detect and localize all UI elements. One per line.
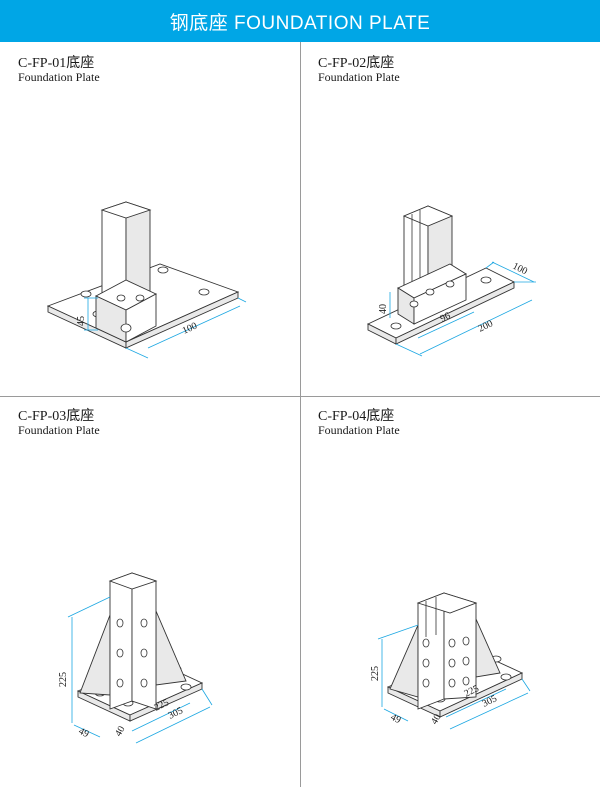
- product-code: C-FP-04底座: [318, 409, 395, 424]
- dim-label: 225: [58, 672, 69, 687]
- product-name: Foundation Plate: [18, 423, 100, 437]
- product-grid: C-FP-01底座 Foundation Plate: [0, 42, 600, 787]
- product-name: Foundation Plate: [318, 423, 400, 437]
- page-title: 钢底座 FOUNDATION PLATE: [169, 12, 431, 34]
- horizontal-divider: [0, 396, 600, 397]
- panel-c-fp-02: C-FP-02底座 Foundation Plate: [300, 42, 599, 396]
- dim-label: 40: [429, 712, 444, 726]
- vertical-divider: [299, 42, 301, 787]
- panel-c-fp-04: C-FP-04底座 Foundation Plate: [300, 397, 599, 787]
- dim-label: 225: [370, 666, 381, 681]
- dim-label: 45: [76, 316, 87, 326]
- product-code: C-FP-02底座: [318, 56, 395, 71]
- product-code: C-FP-01底座: [18, 56, 95, 71]
- header-banner: 钢底座 FOUNDATION PLATE: [0, 0, 600, 42]
- drawing-c-fp-02: 100 40 96 200: [366, 205, 536, 357]
- panel-c-fp-01: C-FP-01底座 Foundation Plate: [0, 42, 299, 396]
- drawing-c-fp-04: 225 49 40 225 305: [370, 592, 531, 730]
- panel-c-fp-03: C-FP-03底座 Foundation Plate: [0, 397, 299, 787]
- dim-label: 96: [438, 310, 452, 324]
- product-name: Foundation Plate: [18, 70, 100, 84]
- drawing-c-fp-01: 45 100: [46, 201, 247, 359]
- dim-label: 49: [389, 712, 403, 726]
- dim-label: 49: [77, 726, 91, 740]
- dim-label: 100: [511, 261, 529, 277]
- dim-label: 40: [113, 724, 128, 738]
- product-name: Foundation Plate: [318, 70, 400, 84]
- drawing-c-fp-03: 225 49 40 225 305: [58, 572, 213, 744]
- product-code: C-FP-03底座: [18, 409, 95, 424]
- dim-label: 40: [378, 304, 389, 314]
- dim-label: 200: [476, 318, 494, 334]
- dim-label: 100: [181, 321, 199, 337]
